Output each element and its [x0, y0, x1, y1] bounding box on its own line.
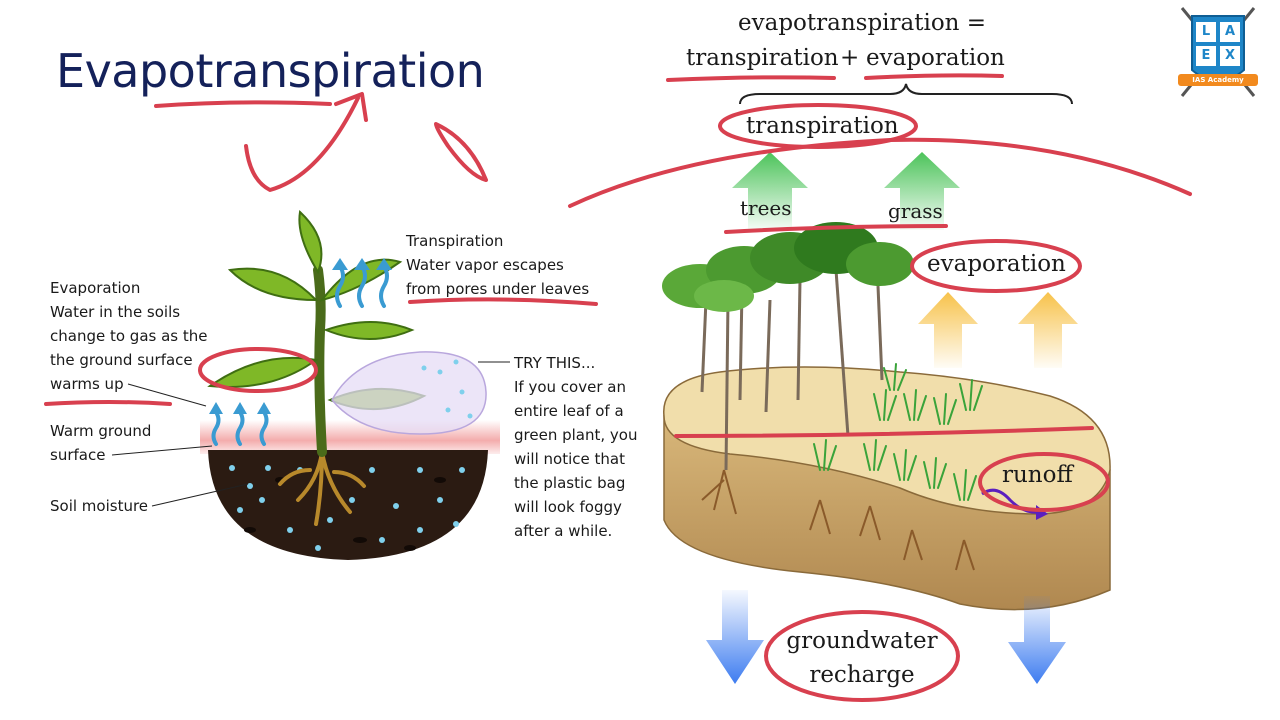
leaf-top: [298, 209, 323, 275]
leaf-top-left: [227, 267, 319, 302]
ground-top: [663, 366, 1111, 515]
logo-letter: A: [1220, 22, 1240, 42]
try-this-line: If you cover an: [514, 378, 626, 396]
warm-ground-note-line: surface: [50, 446, 106, 464]
try-this-note: TRY THIS... If you cover an entire leaf …: [514, 351, 637, 543]
equation-brace: [739, 83, 1073, 105]
runoff-label: runoff: [1002, 462, 1073, 488]
transpiration-note-line: Transpiration: [406, 232, 504, 250]
try-this-line: will look foggy: [514, 498, 622, 516]
groundwater-arrow-left: [706, 590, 764, 684]
equation-top: evapotranspiration =: [738, 10, 987, 36]
plant-diagram: [111, 209, 510, 560]
trees-label: trees: [740, 196, 792, 220]
try-this-line: will notice that: [514, 450, 625, 468]
groundwater-circle: [764, 610, 960, 702]
evaporation-note-line: Water in the soils: [50, 303, 181, 321]
equation-transpiration: transpiration: [686, 45, 839, 71]
title-scribble: [434, 122, 488, 182]
warms-up-underline: [44, 400, 172, 406]
tree-canopies: [662, 222, 914, 312]
equation-evaporation: evaporation: [866, 45, 1005, 71]
evaporation-arrow-left: [918, 292, 978, 368]
try-this-line: entire leaf of a: [514, 402, 624, 420]
canopy-swoosh: [568, 137, 1192, 208]
title-arrowhead: [334, 92, 368, 122]
evaporation-arrow-right: [1018, 292, 1078, 368]
trees-arrow: [732, 152, 808, 230]
evaporation-note-line: Evaporation: [50, 279, 141, 297]
groundwater-label-line: recharge: [809, 662, 915, 688]
evaporation-circle: [910, 239, 1082, 293]
try-this-line: after a while.: [514, 522, 613, 540]
transpiration-note-line: from pores under leaves: [406, 280, 590, 298]
transpiration-note-underline: [408, 297, 598, 306]
evaporation-note: Evaporation Water in the soils change to…: [50, 276, 208, 396]
runoff-circle: [978, 452, 1110, 512]
soil-moisture-label: Soil moisture: [50, 497, 149, 515]
bag-condensation: [421, 359, 473, 419]
groundwater-label-line: groundwater: [786, 628, 938, 654]
logo-letter: L: [1196, 22, 1216, 42]
red-pen-marks: [44, 73, 1192, 702]
try-this-line: TRY THIS...: [514, 354, 596, 372]
transpiration-vapor-arrowheads: [332, 258, 392, 270]
transpiration-label: transpiration: [746, 113, 899, 139]
evaporation-vapor-arrows: [211, 410, 269, 446]
logo-letter: X: [1220, 46, 1240, 66]
transpiration-note-line: Water vapor escapes: [406, 256, 564, 274]
transpiration-note: Transpiration Water vapor escapes from p…: [406, 229, 589, 301]
leaf-circle: [198, 347, 318, 393]
label-leader-lines: [111, 361, 510, 507]
trees-grass-underline: [724, 224, 948, 234]
title-underline: [154, 100, 332, 108]
evaporation-label: evaporation: [927, 251, 1066, 277]
ground-line: [674, 426, 1094, 438]
warm-ground-note: Warm ground surface: [50, 419, 151, 467]
transpiration-vapor-arrows: [335, 264, 389, 308]
plastic-bag: [331, 351, 487, 435]
groundwater-label: groundwater recharge: [782, 624, 942, 692]
leaf-mid-right: [323, 321, 415, 340]
logo-letters: L A E X: [1196, 22, 1240, 66]
evaporation-vapor-arrowheads: [209, 402, 271, 414]
evaporation-note-line: the ground surface: [50, 351, 193, 369]
equation-underline-left: [666, 75, 836, 82]
leaf-left: [207, 356, 319, 388]
tree-trunks: [700, 269, 884, 471]
groundwater-arrow-right: [1008, 596, 1066, 684]
evaporation-note-line: warms up: [50, 375, 124, 393]
logo-letter: E: [1196, 46, 1216, 66]
logo-banner: [1178, 74, 1258, 86]
evaporation-note-line: change to gas as the: [50, 327, 208, 345]
grass-arrow: [884, 152, 960, 230]
plant-stem: [313, 265, 327, 457]
title-arrow: [244, 96, 360, 192]
try-this-line: the plastic bag: [514, 474, 626, 492]
warm-ground-note-line: Warm ground: [50, 422, 152, 440]
logo-tagline: IAS Academy: [1192, 76, 1244, 84]
slide-title: Evapotranspiration: [56, 44, 485, 98]
grass-tufts: [813, 363, 983, 501]
runoff-arrow: [981, 488, 1041, 514]
grass-label: grass: [888, 199, 943, 223]
landscape-roots: [701, 469, 975, 571]
try-this-line: green plant, you: [514, 426, 638, 444]
equation-underline-right: [864, 73, 1004, 80]
equation-plus: +: [840, 45, 860, 71]
